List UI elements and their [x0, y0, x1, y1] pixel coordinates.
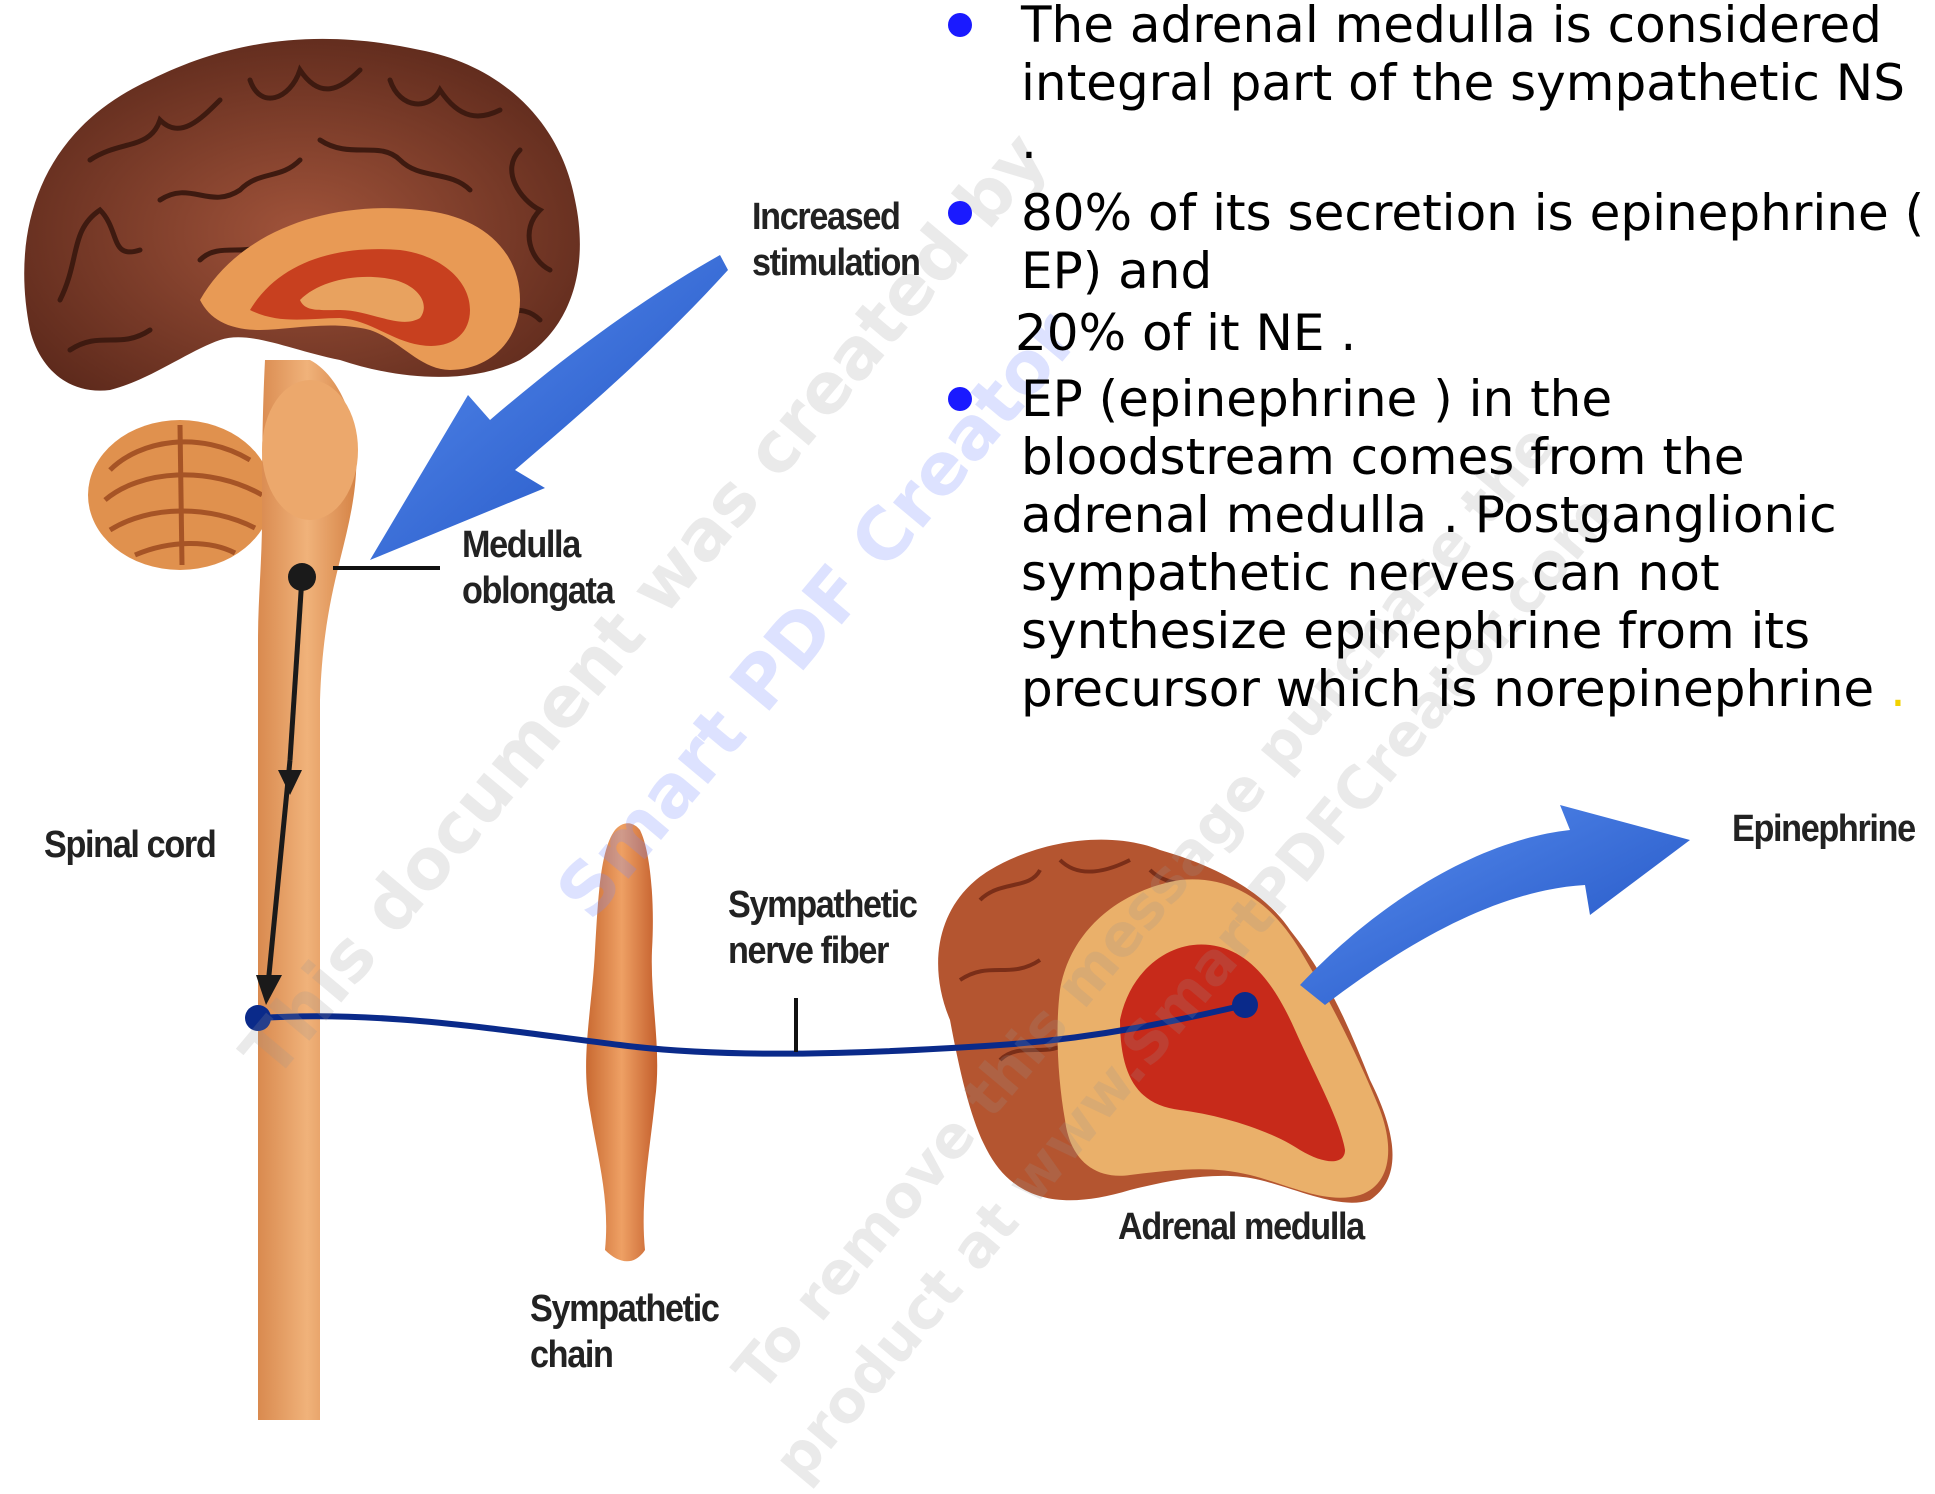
- epinephrine-arrow: [1300, 805, 1690, 1005]
- bullet-item: 80% of its secretion is epinephrine ( EP…: [946, 184, 1926, 300]
- bullet-tail: .: [1874, 660, 1906, 718]
- brain-illustration: [24, 39, 580, 391]
- bullet-dot-icon: [948, 201, 972, 225]
- label-increased-stimulation: Increased stimulation: [752, 194, 920, 286]
- spinal-neuron-dot: [245, 1005, 271, 1031]
- label-sympathetic-chain: Sympathetic chain: [530, 1286, 719, 1378]
- label-sympathetic-nerve-fiber: Sympathetic nerve fiber: [728, 882, 917, 974]
- bullet-continuation: 20% of it NE .: [946, 304, 1926, 362]
- bullet-text: The adrenal medulla is considered integr…: [1021, 0, 1905, 170]
- bullet-text: EP (epinephrine ) in the bloodstream com…: [1021, 370, 1874, 718]
- cerebellum-illustration: [88, 420, 272, 570]
- bullet-text: 80% of its secretion is epinephrine ( EP…: [1021, 184, 1924, 300]
- bullet-item: EP (epinephrine ) in the bloodstream com…: [946, 370, 1926, 718]
- bullet-list: The adrenal medulla is considered integr…: [946, 0, 1926, 718]
- label-spinal-cord: Spinal cord: [44, 822, 215, 868]
- bullet-dot-icon: [948, 387, 972, 411]
- label-epinephrine: Epinephrine: [1732, 806, 1915, 852]
- label-medulla-oblongata: Medulla oblongata: [462, 522, 613, 614]
- bullet-dot-icon: [948, 13, 972, 37]
- label-adrenal-medulla: Adrenal medulla: [1118, 1204, 1364, 1250]
- adrenal-neuron-dot: [1232, 992, 1258, 1018]
- bullet-item: The adrenal medulla is considered integr…: [946, 0, 1926, 170]
